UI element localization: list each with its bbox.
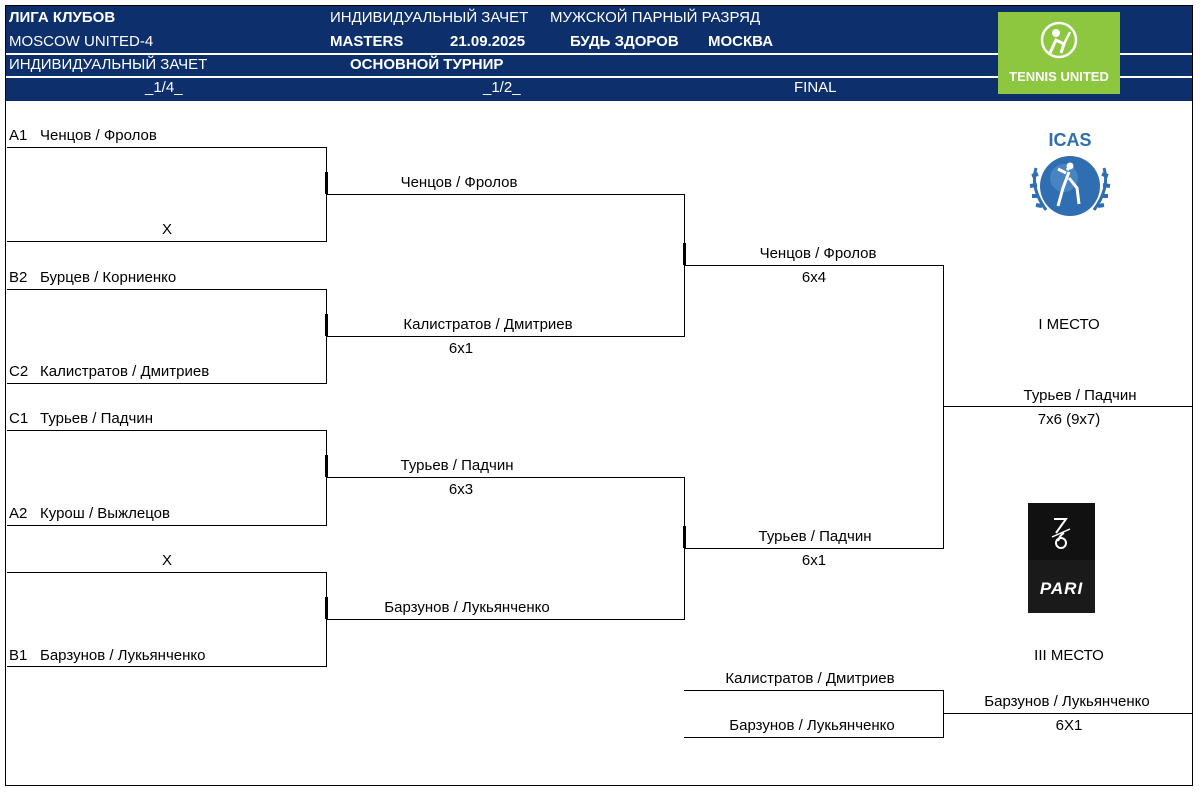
bracket-line (943, 265, 944, 549)
header-divider (6, 53, 1193, 55)
sf-player: Турьев / Падчин (400, 457, 514, 474)
bracket-line (943, 406, 1193, 407)
qf-player: Бурцев / Корниенко (40, 269, 177, 286)
qf-player: Турьев / Падчин (40, 410, 153, 427)
third-place-player: Барзунов / Лукьянченко (729, 717, 895, 734)
header-divider (6, 76, 1193, 78)
icas-logo: ICAS (1014, 128, 1126, 228)
qf-player: Ченцов / Фролов (40, 127, 157, 144)
bracket-line (7, 241, 327, 242)
bracket-line (7, 666, 327, 667)
third-place-title: III МЕСТО (1034, 647, 1104, 664)
bracket-line (7, 430, 327, 431)
bracket-line (326, 336, 685, 337)
third-place-winner: Барзунов / Лукьянченко (984, 693, 1150, 710)
sf-player: Ченцов / Фролов (400, 174, 518, 191)
bracket-line (7, 525, 327, 526)
draw-label: ОСНОВНОЙ ТУРНИР (350, 56, 504, 73)
bracket-line (326, 430, 327, 526)
final-score: 6х4 (801, 269, 827, 286)
qf-seed: C2 (9, 363, 29, 380)
qf-seed: A2 (9, 505, 28, 522)
pari-logo: PARI (1028, 503, 1095, 613)
bracket-tick (683, 526, 686, 548)
bracket-tick (325, 455, 328, 477)
sponsor-mark-icon (1051, 518, 1071, 549)
event-date: 21.09.2025 (450, 33, 526, 50)
event-level: MASTERS (330, 33, 404, 50)
bracket-line (684, 265, 944, 266)
third-place-player: Калистратов / Дмитриев (725, 670, 895, 687)
final-player: Турьев / Падчин (758, 528, 872, 545)
bracket-tick (325, 314, 328, 336)
icas-text: ICAS (1048, 130, 1091, 150)
event-name: MOSCOW UNITED-4 (9, 33, 154, 50)
bracket-line (684, 737, 944, 738)
bracket-tick (325, 172, 328, 194)
bracket-line (326, 619, 685, 620)
discipline-label: МУЖСКОЙ ПАРНЫЙ РАЗРЯД (550, 9, 761, 26)
qf-player-bye: X (161, 221, 173, 238)
qf-player-bye: X (161, 552, 173, 569)
category-label-row3: ИНДИВИДУАЛЬНЫЙ ЗАЧЕТ (9, 56, 208, 73)
champion-name: Турьев / Падчин (1023, 387, 1137, 404)
champion-score: 7х6 (9х7) (1037, 411, 1101, 428)
qf-seed: A1 (9, 127, 28, 144)
first-place-title: I МЕСТО (1038, 316, 1100, 333)
sf-player: Барзунов / Лукьянченко (384, 599, 550, 616)
sheet-border (5, 5, 1193, 786)
bracket-line (943, 713, 1193, 714)
event-city: МОСКВА (708, 33, 774, 50)
sf-score: 6х1 (448, 340, 474, 357)
round-label-sf: _1/2_ (483, 79, 521, 96)
qf-player: Калистратов / Дмитриев (40, 363, 210, 380)
bracket-line (7, 572, 327, 573)
pari-text: PARI (1039, 579, 1084, 598)
qf-seed: B1 (9, 647, 28, 664)
qf-player: Курош / Выжлецов (40, 505, 170, 522)
sf-player: Калистратов / Дмитриев (403, 316, 573, 333)
sf-score: 6х3 (448, 481, 474, 498)
bracket-line (326, 477, 685, 478)
final-score: 6х1 (801, 552, 827, 569)
tennis-player-icon (1040, 21, 1078, 59)
bracket-tick (325, 597, 328, 619)
bracket-line (7, 147, 327, 148)
bracket-line (943, 690, 944, 738)
bracket-line (684, 690, 944, 691)
qf-player: Барзунов / Лукьянченко (40, 647, 206, 664)
event-venue: БУДЬ ЗДОРОВ (570, 33, 679, 50)
category-label: ИНДИВИДУАЛЬНЫЙ ЗАЧЕТ (330, 9, 529, 26)
round-label-qf: _1/4_ (145, 79, 183, 96)
round-label-final: FINAL (794, 79, 837, 96)
bracket-tick (683, 243, 686, 265)
qf-seed: C1 (9, 410, 29, 427)
third-place-score: 6Х1 (1055, 717, 1083, 734)
league-title: ЛИГА КЛУБОВ (9, 9, 116, 26)
tennis-united-logo: TENNIS UNITED (998, 12, 1120, 94)
bracket-line (326, 194, 685, 195)
bracket-line (684, 548, 944, 549)
bracket-line (7, 289, 327, 290)
tennis-united-text: TENNIS UNITED (1009, 69, 1109, 84)
bracket-line (7, 383, 327, 384)
qf-seed: B2 (9, 269, 28, 286)
final-player: Ченцов / Фролов (759, 245, 877, 262)
